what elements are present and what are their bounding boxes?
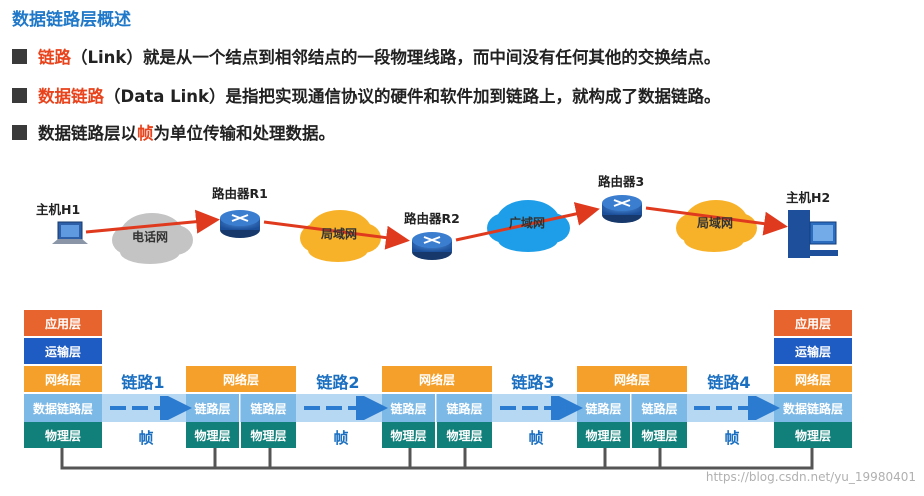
h2-transport-layer: 运输层: [774, 338, 852, 364]
frame-label: 帧: [724, 429, 740, 447]
cloud-phone-label: 电话网: [131, 230, 168, 244]
datalink-definition: （Data Link）是指把实现通信协议的硬件和软件加到链路上，就构成了数据链路…: [104, 87, 721, 106]
host-h2-label: 主机H2: [786, 190, 831, 205]
router-datalink-layer: 链路层: [577, 394, 631, 422]
frame-label: 帧: [138, 429, 154, 447]
link-4-label: 链路4: [707, 373, 751, 392]
frame-label: 帧: [333, 429, 349, 447]
path-arrow: [85, 209, 220, 234]
router-network-layer: 网络层: [186, 366, 296, 392]
router-physical-layer: 物理层: [241, 422, 296, 448]
h1-datalink-layer: 数据链路层: [24, 394, 102, 422]
desktop-computer-icon: [788, 210, 838, 258]
router-datalink-layer: 链路层: [632, 394, 687, 422]
cloud-lan-1: [300, 210, 381, 262]
link-2-label: 链路2: [316, 373, 360, 392]
link-definition: （Link）就是从一个结点到相邻结点的一段物理线路，而中间没有任何其他的交换结点…: [71, 48, 721, 67]
link-1-label: 链路1: [121, 373, 165, 392]
router-r2-label: 路由器R2: [404, 211, 460, 226]
router-r1-label: 路由器R1: [212, 186, 268, 201]
router-physical-layer: 物理层: [437, 422, 492, 448]
physical-connections: [60, 440, 814, 470]
cloud-lan-2: [676, 200, 757, 252]
frame-arrows: [110, 396, 780, 420]
router-datalink-layer: 链路层: [186, 394, 240, 422]
router-physical-layer: 物理层: [577, 422, 631, 448]
network-topology: [52, 195, 838, 264]
bullet-square: [12, 88, 27, 103]
router-physical-layer: 物理层: [382, 422, 436, 448]
router-datalink-layer: 链路层: [382, 394, 436, 422]
h1-transport-layer: 运输层: [24, 338, 102, 364]
cloud-lan1-label: 局域网: [320, 227, 357, 241]
bullet-datalink: 数据链路（Data Link）是指把实现通信协议的硬件和软件加到链路上，就构成了…: [12, 83, 721, 107]
h2-network-layer: 网络层: [774, 366, 852, 392]
host-h1-label: 主机H1: [36, 202, 81, 217]
router-network-layer: 网络层: [577, 366, 687, 392]
h1-physical-layer: 物理层: [24, 422, 102, 448]
bullet-frame: 数据链路层以帧为单位传输和处理数据。: [12, 120, 335, 144]
term-datalink: 数据链路: [38, 87, 104, 106]
path-arrow: [455, 202, 600, 242]
router-3-label: 路由器3: [598, 174, 645, 189]
router-network-layer: 网络层: [382, 366, 492, 392]
router-datalink-layer: 链路层: [437, 394, 492, 422]
bullet-link: 链路（Link）就是从一个结点到相邻结点的一段物理线路，而中间没有任何其他的交换…: [12, 44, 720, 68]
cloud-wan: [487, 200, 570, 252]
term-frame: 帧: [137, 124, 154, 143]
page-title: 数据链路层概述: [12, 10, 131, 30]
bullet-square: [12, 49, 27, 64]
frame-text-pre: 数据链路层以: [38, 124, 137, 143]
path-arrow: [263, 220, 410, 250]
h2-application-layer: 应用层: [774, 310, 852, 336]
router-physical-layer: 物理层: [632, 422, 687, 448]
router-icon: [412, 232, 452, 260]
path-arrow: [645, 206, 788, 236]
bullet-square: [12, 125, 27, 140]
h2-datalink-layer: 数据链路层: [774, 394, 852, 422]
router-datalink-layer: 链路层: [241, 394, 296, 422]
frame-text-post: 为单位传输和处理数据。: [153, 124, 336, 143]
frame-label: 帧: [528, 429, 544, 447]
cloud-lan2-label: 局域网: [696, 216, 733, 230]
h2-physical-layer: 物理层: [774, 422, 852, 448]
watermark: https://blog.csdn.net/yu_19980401: [705, 470, 916, 484]
link-3-label: 链路3: [511, 373, 555, 392]
router-icon: [602, 195, 642, 223]
term-link: 链路: [38, 48, 71, 67]
laptop-icon: [52, 221, 88, 244]
h1-network-layer: 网络层: [24, 366, 102, 392]
router-icon: [220, 210, 260, 238]
router-physical-layer: 物理层: [186, 422, 240, 448]
cloud-wan-label: 广域网: [508, 216, 545, 230]
h1-application-layer: 应用层: [24, 310, 102, 336]
